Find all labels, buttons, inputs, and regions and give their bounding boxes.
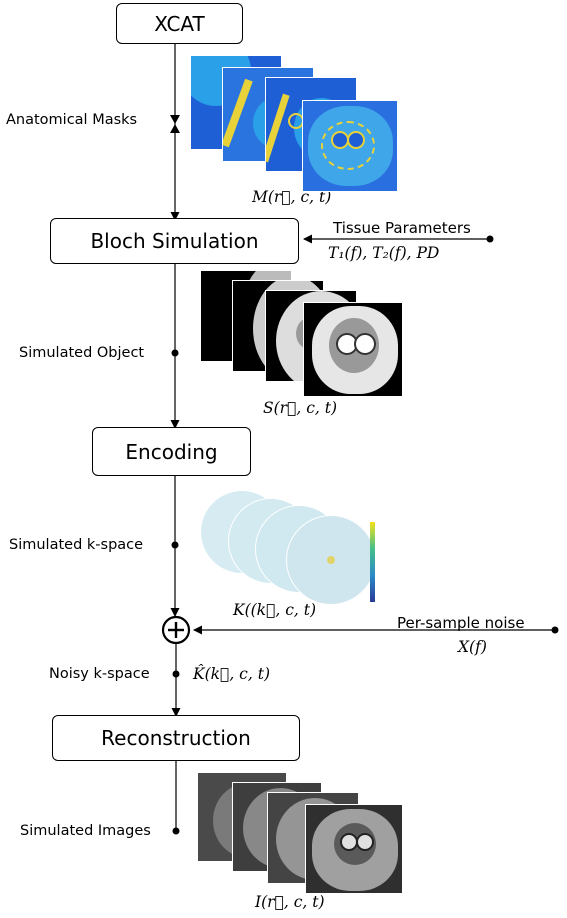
tissue-parameters-label: Tissue Parameters [333,219,471,237]
anatomical-masks-label: Anatomical Masks [6,112,138,128]
xcat-box[interactable]: XCAT [116,3,243,44]
noisy-kspace-label: Noisy k-space [49,666,150,682]
object-function-label: S(r⃗, c, t) [263,399,338,417]
kspace-disc [286,515,376,605]
kspace-function-label: K((k⃗, c, t) [233,601,317,619]
noise-function-label: X(f) [458,638,487,656]
simulated-images-stack [197,772,407,897]
bloch-simulation-label: Bloch Simulation [90,229,259,253]
circled-plus-icon [161,615,191,645]
bloch-simulation-box[interactable]: Bloch Simulation [50,218,299,264]
simulated-kspace-label: Simulated k-space [9,537,144,553]
xcat-box-label: XCAT [154,11,205,36]
images-function-label: I(r⃗, c, t) [255,893,325,911]
tissue-params-formula: T₁(f), T₂(f), PD [328,244,440,262]
anatomical-masks-marker [170,115,180,133]
simulated-kspace-stack [200,490,390,605]
encoding-box[interactable]: Encoding [92,427,251,476]
object-slice [303,302,403,397]
mask-slice [302,100,398,192]
simulated-images-label: Simulated Images [20,823,151,839]
reconstruction-box[interactable]: Reconstruction [52,715,300,761]
per-sample-noise-label: Per-sample noise [397,614,525,632]
noisy-kspace-formula: K̂(k⃗, c, t) [193,665,270,683]
reconstruction-label: Reconstruction [101,726,251,750]
mask-function-label: M(r⃗, c, t) [252,188,332,206]
encoding-label: Encoding [125,439,218,464]
kspace-colorbar [370,522,375,602]
anatomical-mask-stack [190,55,420,192]
simulated-object-label: Simulated Object [19,345,145,361]
simulated-object-stack [200,270,410,400]
image-slice [305,804,403,894]
